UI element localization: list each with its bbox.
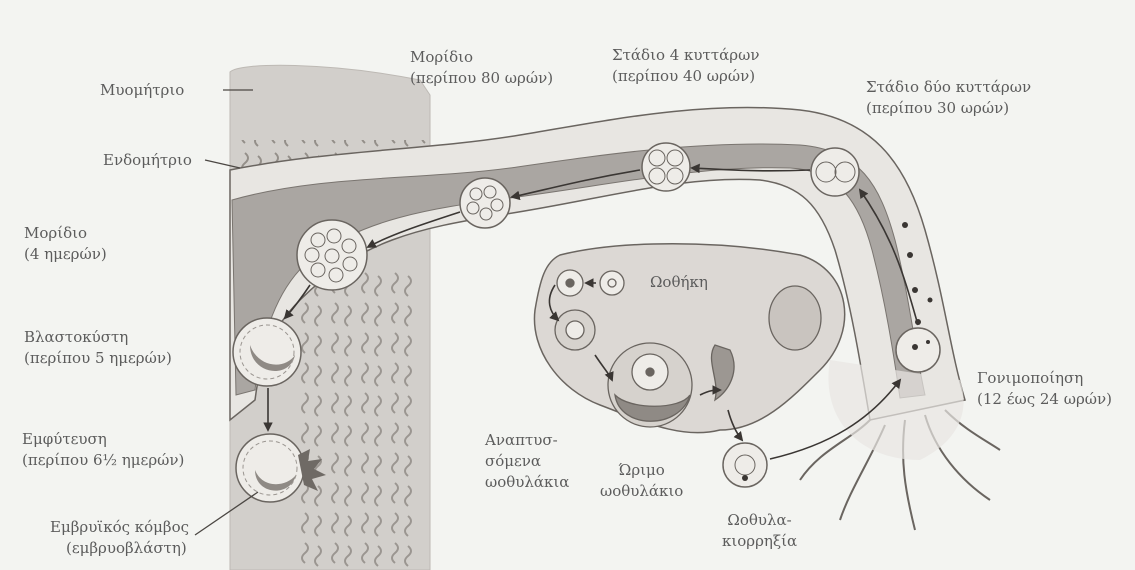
label-morula-80h-line1: Μορίδιο (410, 47, 553, 68)
label-myometrium-text: Μυομήτριο (100, 80, 184, 101)
implanting-blastocyst (236, 434, 304, 502)
label-implantation: Εμφύτευση (περίπου 6½ ημερών) (22, 429, 184, 471)
label-developing-follicles-line1: Αναπτυσ- (485, 430, 569, 451)
label-implantation-line2: (περίπου 6½ ημερών) (22, 450, 184, 471)
label-ovulation: Ωοθυλα- κιορρηξία (722, 510, 797, 552)
label-mature-follicle: Ώριμο ωοθυλάκιο (600, 460, 683, 502)
label-mature-follicle-line2: ωοθυλάκιο (600, 481, 683, 502)
label-ovulation-line2: κιορρηξία (722, 531, 797, 552)
label-inner-cell-mass-line1: Εμβρυϊκός κόμβος (50, 517, 189, 538)
label-two-cell-line2: (περίπου 30 ωρών) (866, 98, 1031, 119)
blastocyst (233, 318, 301, 386)
label-implantation-line1: Εμφύτευση (22, 429, 184, 450)
label-two-cell-line1: Στάδιο δύο κυττάρων (866, 77, 1031, 98)
label-endometrium: Ενδομήτριο (103, 150, 192, 171)
label-four-cell-line2: (περίπου 40 ωρών) (612, 66, 759, 87)
label-two-cell: Στάδιο δύο κυττάρων (περίπου 30 ωρών) (866, 77, 1031, 119)
morula-4-days (297, 220, 367, 290)
fertilized-egg (896, 328, 940, 372)
label-four-cell-line1: Στάδιο 4 κυττάρων (612, 45, 759, 66)
label-blastocyst: Βλαστοκύστη (περίπου 5 ημερών) (24, 327, 172, 369)
label-morula-80h-line2: (περίπου 80 ωρών) (410, 68, 553, 89)
four-cell-stage (642, 143, 690, 191)
label-blastocyst-line2: (περίπου 5 ημερών) (24, 348, 172, 369)
label-ovulation-line1: Ωοθυλα- (722, 510, 797, 531)
label-fertilization-line2: (12 έως 24 ωρών) (977, 389, 1112, 410)
label-morula-4d-line1: Μορίδιο (24, 223, 107, 244)
label-developing-follicles: Αναπτυσ- σόμενα ωοθυλάκια (485, 430, 569, 493)
label-ovary-text: Ωοθήκη (650, 272, 708, 293)
label-inner-cell-mass: Εμβρυϊκός κόμβος (εμβρυοβλάστη) (50, 517, 189, 559)
label-developing-follicles-line2: σόμενα (485, 451, 569, 472)
label-morula-4d-line2: (4 ημερών) (24, 244, 107, 265)
label-developing-follicles-line3: ωοθυλάκια (485, 472, 569, 493)
label-inner-cell-mass-line2: (εμβρυοβλάστη) (50, 538, 189, 559)
label-four-cell: Στάδιο 4 κυττάρων (περίπου 40 ωρών) (612, 45, 759, 87)
label-fertilization: Γονιμοποίηση (12 έως 24 ωρών) (977, 368, 1112, 410)
label-blastocyst-line1: Βλαστοκύστη (24, 327, 172, 348)
label-morula-4d: Μορίδιο (4 ημερών) (24, 223, 107, 265)
label-endometrium-text: Ενδομήτριο (103, 150, 192, 171)
label-ovary: Ωοθήκη (650, 272, 708, 293)
label-fertilization-line1: Γονιμοποίηση (977, 368, 1112, 389)
label-morula-80h: Μορίδιο (περίπου 80 ωρών) (410, 47, 553, 89)
label-mature-follicle-line1: Ώριμο (600, 460, 683, 481)
endometrium-lower (300, 270, 420, 570)
label-myometrium: Μυομήτριο (100, 80, 184, 101)
